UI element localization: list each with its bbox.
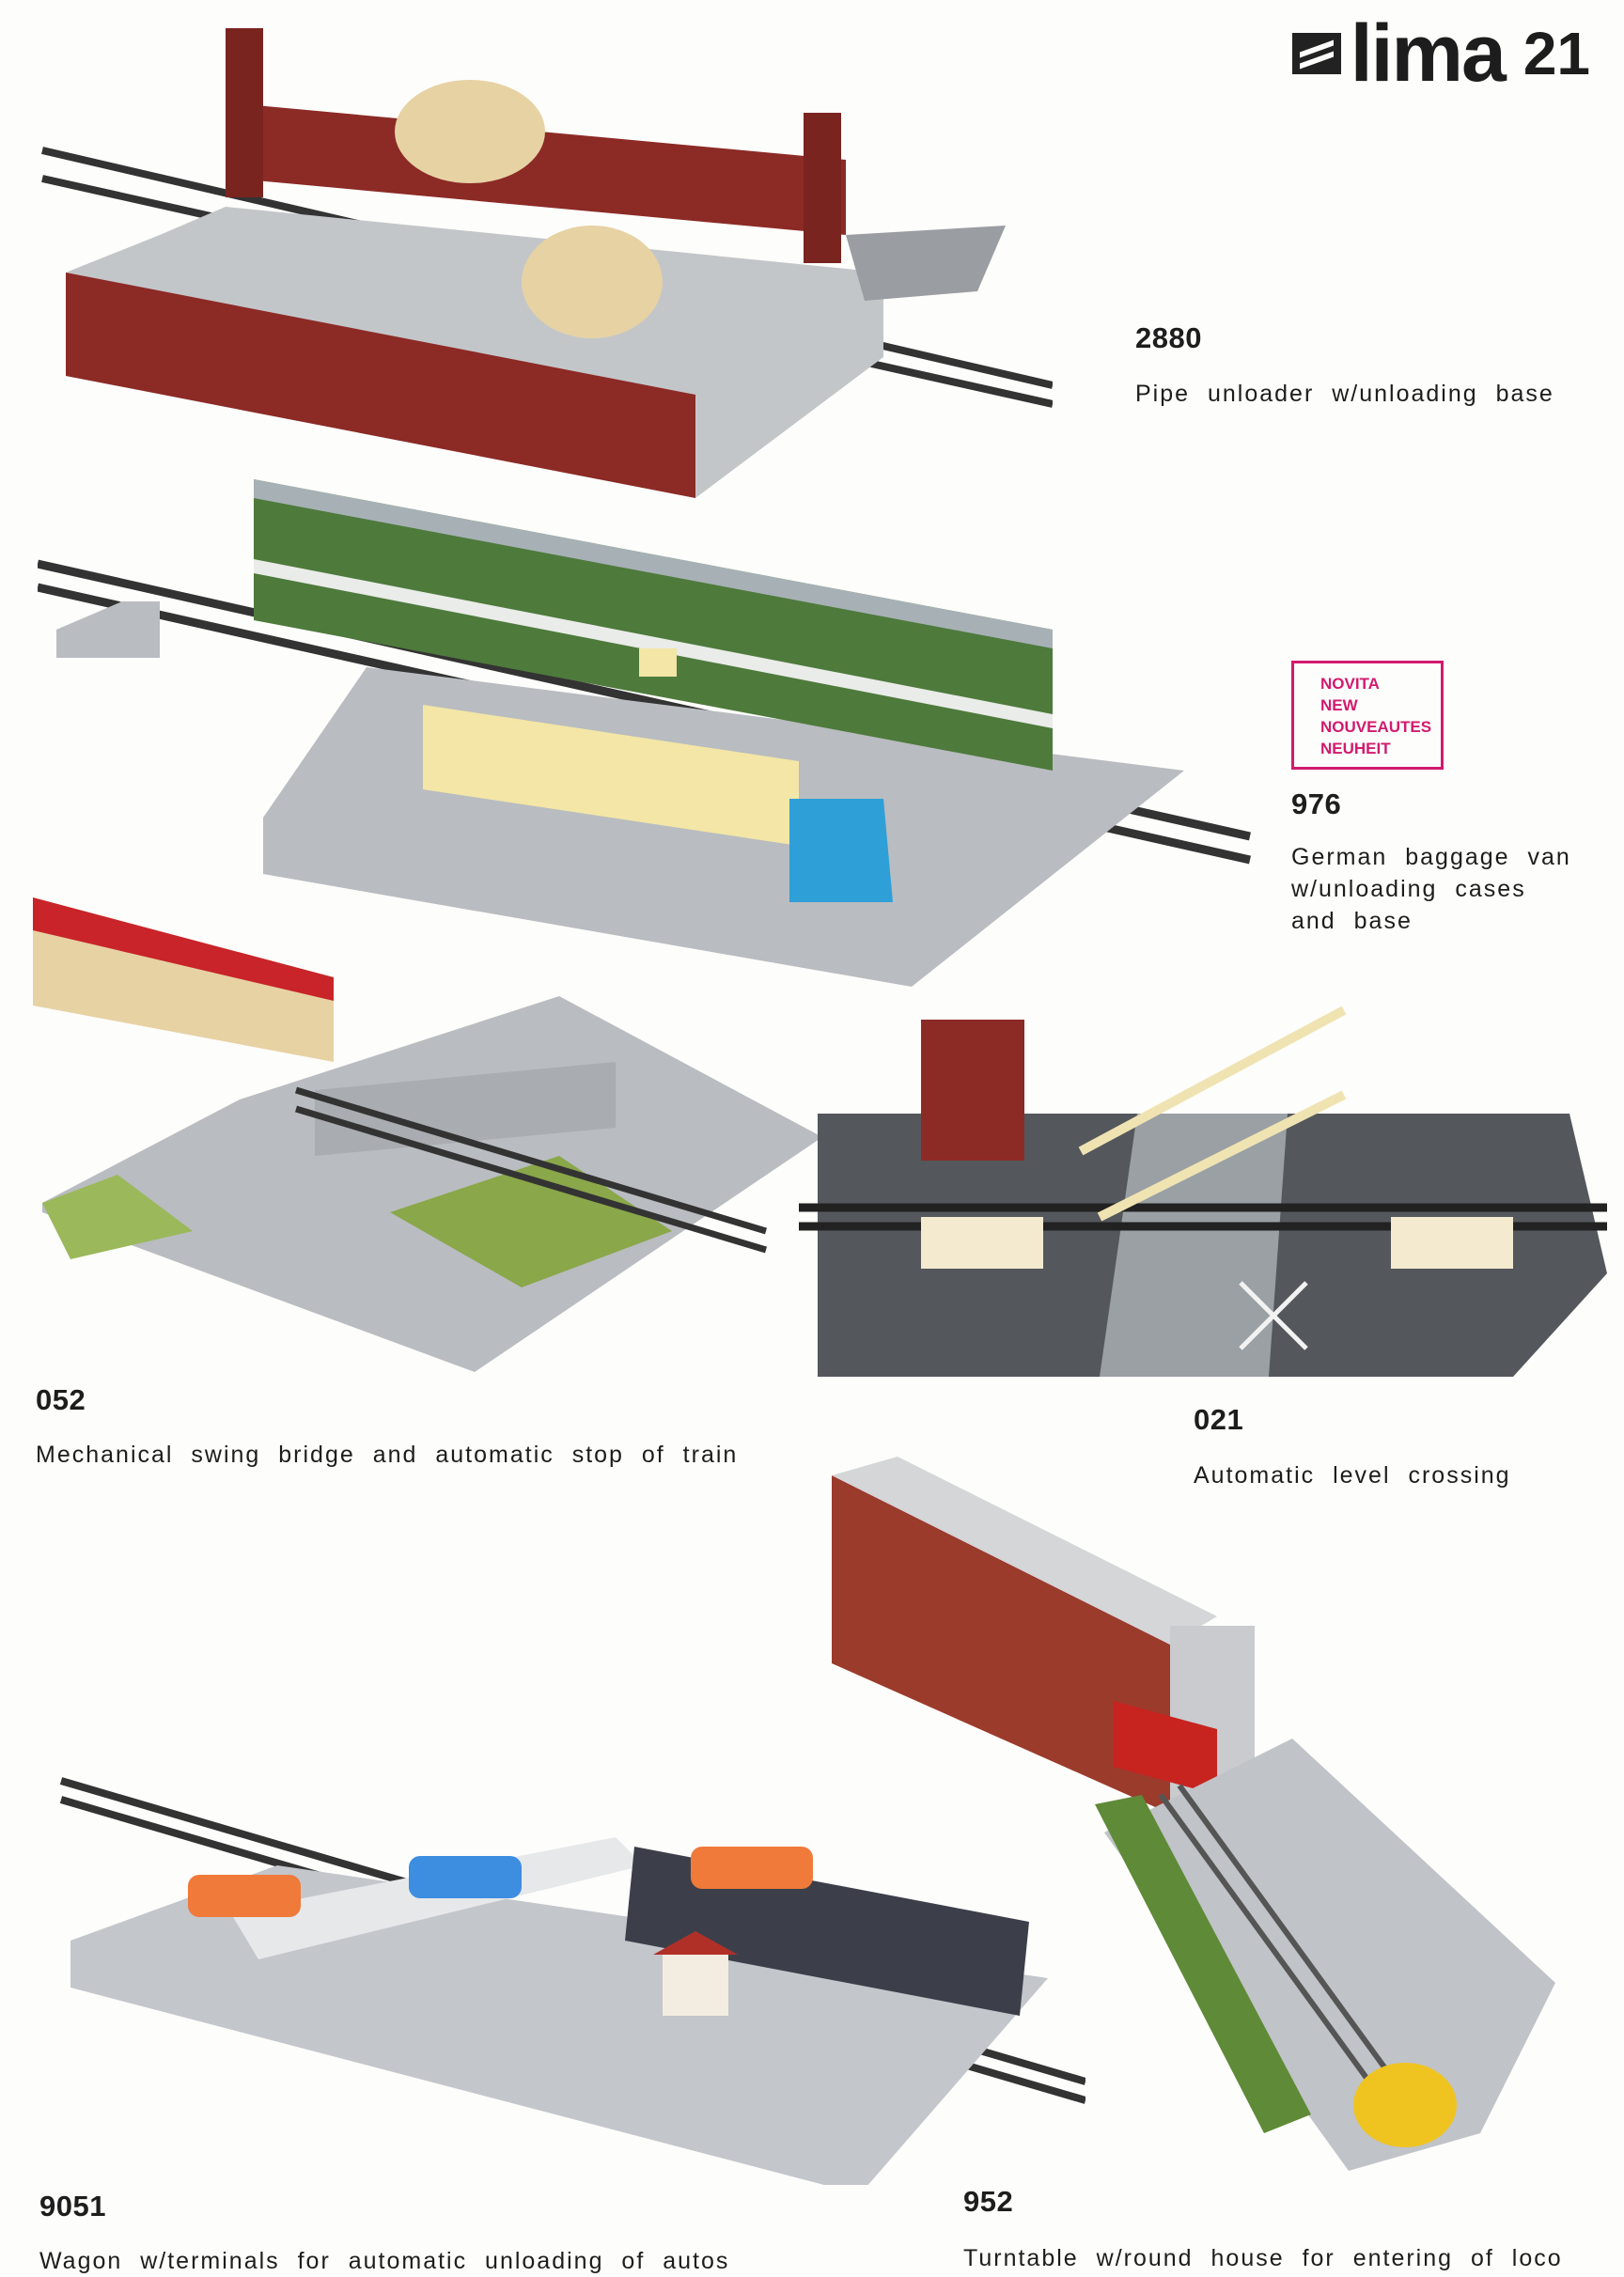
wagon-body <box>235 103 846 235</box>
product-desc-2880: Pipe unloader w/unloading base <box>1135 381 1554 407</box>
gatehouse <box>921 1020 1024 1161</box>
car-orange-1 <box>188 1875 301 1917</box>
roundhouse-roof <box>832 1457 1217 1645</box>
bridge-pier <box>56 601 160 658</box>
photo-level-crossing <box>799 973 1607 1386</box>
badge-line-3: NOUVEAUTES <box>1320 718 1432 736</box>
barrier-arm-1 <box>1078 1006 1347 1156</box>
brand-name: lima <box>1350 8 1507 99</box>
car-blue <box>409 1856 522 1898</box>
kiosk <box>663 1950 728 2016</box>
turntable-base <box>1104 1739 1555 2171</box>
photo-swing-bridge <box>33 893 832 1381</box>
badge-line-2: NEW <box>1320 696 1358 714</box>
fence <box>66 273 695 498</box>
road <box>1100 1114 1288 1377</box>
brand-header: lima 21 <box>1291 8 1590 99</box>
coach-body <box>254 479 1053 771</box>
product-desc-976-line-3: and base <box>1291 908 1413 934</box>
new-badge: NOVITA NEW NOUVEAUTES NEUHEIT <box>1291 661 1444 770</box>
roundhouse-wall <box>832 1475 1170 1814</box>
product-desc-976-line-2: w/unloading cases <box>1291 876 1526 902</box>
fence-left <box>921 1217 1043 1269</box>
barrier-arm-2 <box>1097 1090 1347 1222</box>
product-code-2880: 2880 <box>1135 321 1202 354</box>
photo-turntable-roundhouse <box>822 1457 1593 2190</box>
loco-stripe <box>33 897 334 1001</box>
product-code-952: 952 <box>963 2185 1014 2218</box>
coach-roof <box>254 479 1053 648</box>
product-desc-952: Turntable w/round house for entering of … <box>963 2245 1563 2271</box>
pipe-2 <box>522 226 663 338</box>
product-code-976: 976 <box>1291 788 1342 820</box>
tarp <box>846 226 1006 301</box>
photo-auto-unloading <box>33 1762 1085 2185</box>
product-code-9051: 9051 <box>39 2190 106 2222</box>
photo-baggage-van <box>38 460 1259 987</box>
grass-strip <box>1095 1795 1311 2133</box>
unloading-case <box>639 648 677 677</box>
product-desc-052: Mechanical swing bridge and automatic st… <box>36 1442 739 1468</box>
swing-deck <box>315 1062 616 1156</box>
grass-right <box>390 1156 672 1287</box>
product-desc-9051: Wagon w/terminals for automatic unloadin… <box>39 2248 730 2274</box>
product-code-021: 021 <box>1194 1403 1244 1436</box>
product-desc-976-line-1: German baggage van <box>1291 844 1571 870</box>
loco-red <box>1114 1701 1217 1795</box>
truck-body <box>423 705 799 846</box>
grass-left <box>42 1175 193 1259</box>
product-desc-021: Automatic level crossing <box>1194 1462 1511 1489</box>
fence-right <box>1391 1217 1513 1269</box>
tank-wagon <box>1353 2063 1457 2147</box>
badge-line-4: NEUHEIT <box>1320 740 1391 757</box>
truck-cab <box>789 799 893 902</box>
kiosk-roof <box>653 1931 738 1955</box>
lima-logo-icon <box>1291 33 1341 74</box>
product-code-052: 052 <box>36 1383 86 1416</box>
coach-stripe <box>254 559 1053 728</box>
car-orange-2 <box>691 1847 813 1889</box>
wagon-end-right <box>804 113 841 263</box>
bridge-base <box>42 996 822 1372</box>
wagon-end-left <box>226 28 263 197</box>
pipe-1 <box>395 80 545 183</box>
photo-pipe-unloader <box>38 9 1053 498</box>
page-number: 21 <box>1522 20 1590 87</box>
badge-line-1: NOVITA <box>1320 675 1380 693</box>
